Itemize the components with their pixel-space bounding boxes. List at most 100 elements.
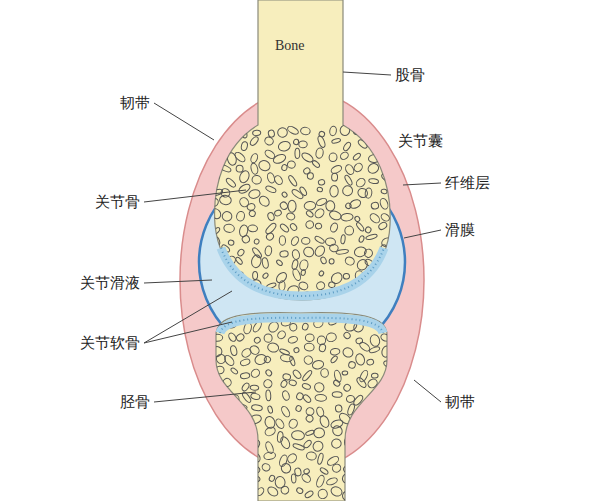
- bone-pore: [368, 154, 381, 164]
- bone-pore: [253, 336, 261, 344]
- bone-pore: [371, 449, 381, 460]
- bone-pore: [368, 284, 381, 293]
- tibia-cartilage-dots: [220, 318, 383, 333]
- bone-pore: [241, 433, 248, 439]
- bone-pore: [292, 443, 305, 451]
- bone-pore: [225, 177, 237, 189]
- bone-pore: [380, 172, 391, 182]
- bone-pore: [368, 475, 376, 481]
- bone-pore: [251, 175, 262, 185]
- bone-pore: [304, 201, 316, 211]
- bone-pore: [313, 244, 326, 258]
- bone-pore: [261, 462, 271, 472]
- leader-line: [144, 322, 232, 343]
- part-label: 关节软骨: [80, 334, 140, 352]
- bone-pore: [315, 394, 327, 401]
- bone-pore: [280, 379, 288, 388]
- bone-pore: [305, 334, 314, 341]
- bone-pore: [380, 333, 391, 343]
- bone-pore: [330, 185, 339, 197]
- part-label: 纤维层: [445, 174, 490, 192]
- bone-pore: [313, 207, 325, 219]
- bone-pore: [212, 380, 224, 392]
- bone-pore: [287, 335, 298, 344]
- bone-pore: [280, 485, 290, 495]
- bone-pore: [209, 207, 222, 221]
- bone-pore: [302, 383, 312, 391]
- bone-pore: [304, 490, 314, 499]
- bone-pore: [240, 296, 251, 308]
- bone-pore: [317, 453, 324, 465]
- bone-pore: [300, 127, 311, 136]
- bone-pore: [365, 128, 376, 136]
- bone-pore: [281, 191, 288, 198]
- bone-pore: [250, 368, 261, 379]
- part-label: 关节骨: [95, 193, 140, 211]
- bone-pore: [280, 251, 289, 258]
- bone-pore: [346, 431, 356, 441]
- bone-pore: [281, 164, 288, 171]
- bone-pore: [366, 162, 380, 175]
- bone-pore: [280, 405, 291, 418]
- bone-pore: [241, 382, 250, 392]
- bone-pore: [342, 371, 348, 375]
- bone-pore: [290, 235, 300, 246]
- bone-pore: [296, 487, 304, 495]
- bone-pore: [250, 392, 260, 400]
- bone-pore: [262, 378, 273, 389]
- bone-pore: [367, 418, 380, 427]
- bone-pore: [344, 437, 351, 447]
- bone-pore: [319, 467, 329, 476]
- bone-pore: [329, 222, 339, 233]
- part-label: 胫骨: [120, 393, 150, 411]
- bone-pore: [326, 455, 340, 467]
- bone-pore: [291, 474, 296, 483]
- bone-pore: [250, 429, 257, 439]
- bone-pore: [355, 376, 367, 389]
- leader-line: [154, 103, 214, 140]
- bone-pore: [330, 355, 338, 364]
- bone-pore: [358, 235, 365, 243]
- bone-pore: [264, 246, 272, 257]
- bone-pore: [223, 487, 232, 495]
- bone-pore: [237, 475, 246, 484]
- bone-pore: [276, 330, 287, 341]
- bone-pore: [223, 139, 231, 148]
- bone-pore: [365, 188, 373, 199]
- bone-pore: [344, 256, 355, 267]
- bone-pore: [344, 452, 356, 464]
- bone-pore: [264, 334, 272, 343]
- bone-pore: [331, 424, 344, 438]
- bone-pore: [228, 240, 234, 246]
- bone-pore: [354, 432, 366, 441]
- bone-pore: [378, 456, 391, 462]
- bone-pore: [303, 167, 311, 175]
- bone-pore: [365, 233, 377, 240]
- bone-pore: [239, 453, 248, 460]
- bone-pore: [315, 474, 325, 488]
- bone-pore: [317, 488, 328, 499]
- bone-pore: [384, 141, 390, 147]
- bone-pore: [282, 373, 291, 380]
- bone-pore: [268, 474, 275, 482]
- bone-pore: [353, 162, 364, 174]
- bone-pore: [304, 343, 314, 351]
- spongy-bone: [211, 317, 396, 501]
- bone-pore: [318, 179, 325, 185]
- bone-pore: [365, 402, 380, 416]
- bone-pore: [366, 377, 379, 389]
- bone-pore: [378, 467, 390, 478]
- bone-pore: [387, 479, 395, 490]
- bone-pore: [371, 373, 378, 378]
- part-label: 滑膜: [445, 221, 475, 239]
- bone-pore: [357, 138, 369, 149]
- bone-pore: [365, 439, 375, 449]
- bone-pore: [384, 429, 391, 441]
- bone-pore: [385, 378, 393, 386]
- bone-pore: [216, 409, 224, 415]
- bone-pore: [213, 436, 221, 450]
- tibia-cartilage: [220, 318, 383, 333]
- bone-pore: [317, 336, 325, 345]
- bone-pore: [216, 490, 224, 498]
